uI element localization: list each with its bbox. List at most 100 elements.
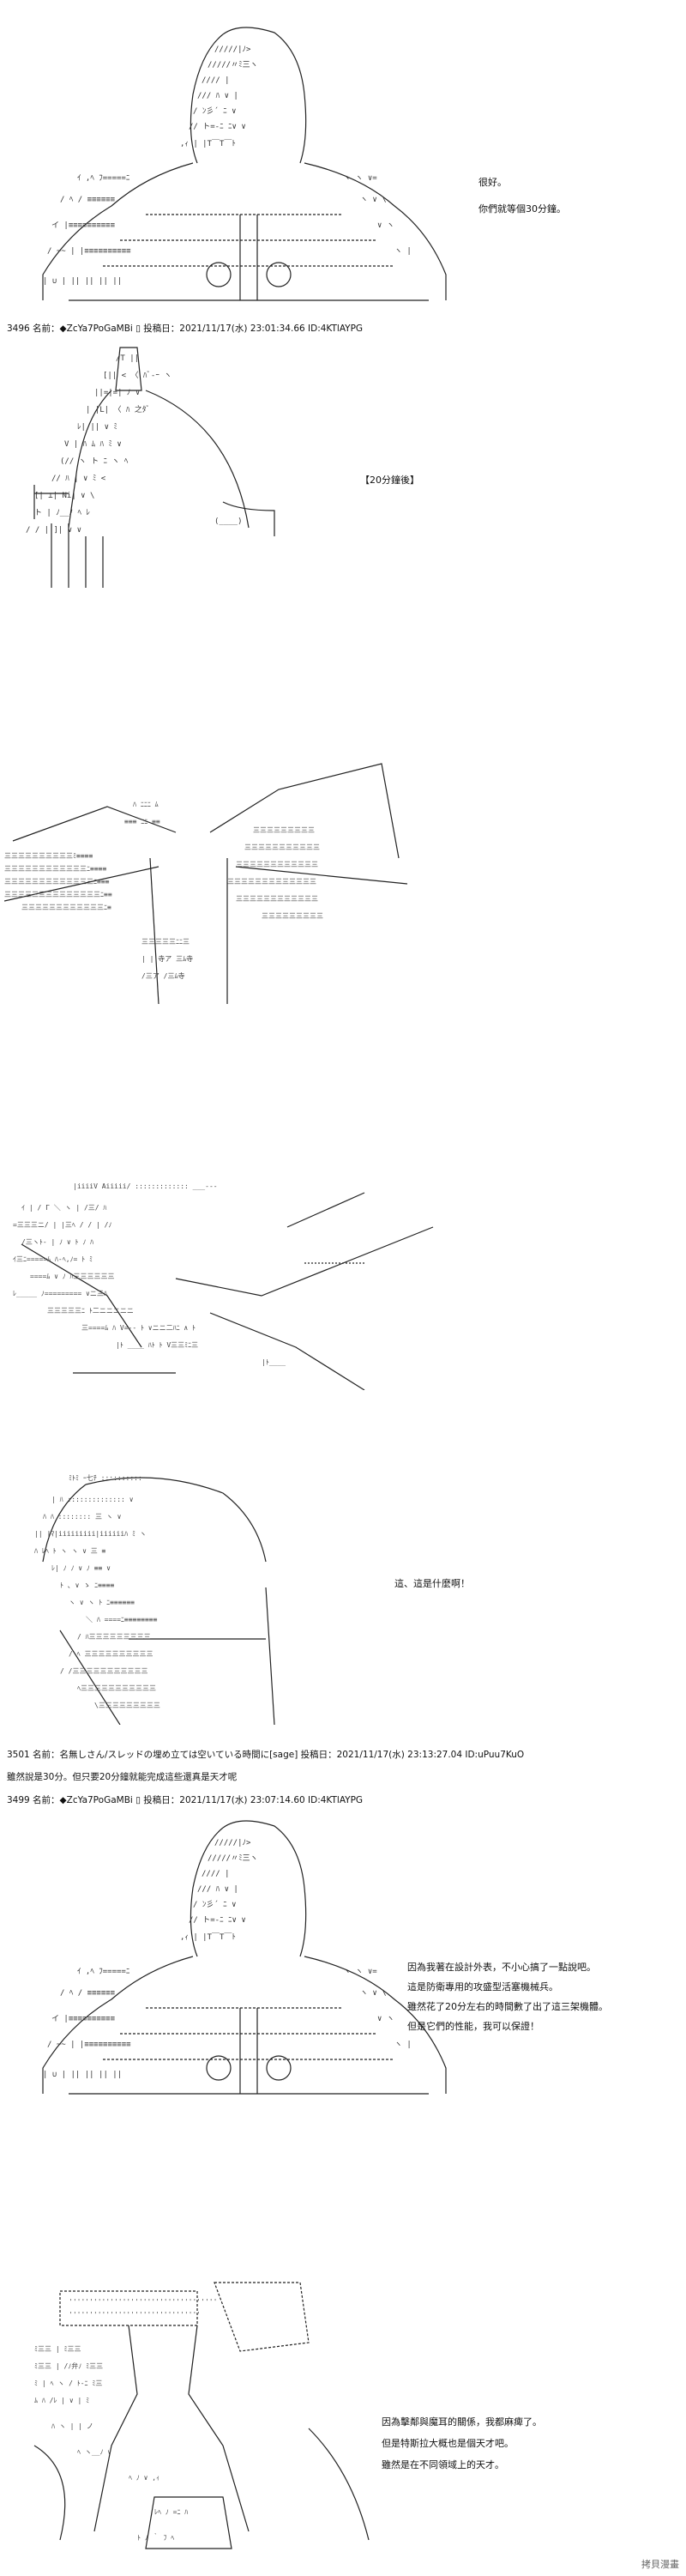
svg-text:ｲ三ﾆ=====ﾑ ﾊ-ﾍ,ﾉ= ﾄ ﾐ: ｲ三ﾆ=====ﾑ ﾊ-ﾍ,ﾉ= ﾄ ﾐ (13, 1255, 93, 1263)
svg-text:ﾐ三三 | ﾐ三三: ﾐ三三 | ﾐ三三 (34, 2345, 81, 2353)
svg-text:ﾊ ﾊ :::::::: 三 ヽ ∨: ﾊ ﾊ :::::::: 三 ヽ ∨ (43, 1513, 122, 1521)
ascii-art-shocked-figure: ﾐﾄﾐ ｰ七ﾁ :::::::::: | ﾊ :::::::::::::: ∨ … (34, 1467, 309, 1725)
svg-text:ﾐ | ﾍ ヽ / ﾄ-ﾆ ﾐ三: ﾐ | ﾍ ヽ / ﾄ-ﾆ ﾐ三 (34, 2379, 102, 2387)
svg-text:[|| < 〈 ﾊﾞ‐ｰ ヽ: [|| < 〈 ﾊﾞ‐ｰ ヽ (103, 371, 172, 380)
svg-text:|| |ﾏ|iiiiiiiii|iiiiiiﾊ ﾐ ヽ: || |ﾏ|iiiiiiiii|iiiiiiﾊ ﾐ ヽ (34, 1530, 147, 1538)
post-3501-header: 3501 名前：名無しさん/スレッドの埋め立ては空いている時間に[sage] 投… (7, 1750, 525, 1760)
svg-text:ﾍ ﾉ ∨ ,ｨ: ﾍ ﾉ ∨ ,ｨ (129, 2474, 159, 2482)
svg-text:ヽ |: ヽ | (394, 247, 412, 256)
post-3501-dialogue: 這、這是什麼啊！ (394, 1578, 470, 1589)
svg-text:ﾍ ヽ__ﾉ ∨: ﾍ ヽ__ﾉ ∨ (77, 2448, 111, 2456)
svg-text:三三三三三三三三三三三: 三三三三三三三三三三三 (244, 844, 320, 851)
svg-text:/ ﾍ / ≡≡≡≡≡≡: / ﾍ / ≡≡≡≡≡≡ (60, 196, 116, 204)
svg-text:三三三三三三三三三三三三: 三三三三三三三三三三三三 (236, 895, 318, 903)
svg-text:/ ﾍ / ≡≡≡≡≡≡: / ﾍ / ≡≡≡≡≡≡ (60, 1989, 116, 1998)
svg-text:イ |≡≡≡≡≡≡≡≡≡≡: イ |≡≡≡≡≡≡≡≡≡≡ (51, 2015, 116, 2023)
dialogue-line: 你們就等個30分鐘。 (478, 203, 566, 215)
dialogue-line: 但是特斯拉大概也是個天才吧。 (382, 2438, 514, 2449)
svg-text:三三三三三三三三三三三三: 三三三三三三三三三三三三 (236, 861, 318, 868)
svg-text:三三三三三三三三三三三三ﾆ≡: 三三三三三三三三三三三三ﾆ≡ (21, 904, 111, 911)
svg-text:ヽ ∨ ヽ ﾄ ﾆ≡≡≡≡≡≡: ヽ ∨ ヽ ﾄ ﾆ≡≡≡≡≡≡ (69, 1599, 135, 1606)
svg-text:ｲ | / Γ ＼ ヽ | /三/ ﾊ: ｲ | / Γ ＼ ヽ | /三/ ﾊ (21, 1204, 106, 1212)
post-3496-header: 3496 名前：◆ZcYa7PoGaMBi ▯ 投稿日：2021/11/17(水… (7, 324, 364, 334)
svg-text:,ｨ | |T￣T￣ﾄ: ,ｨ | |T￣T￣ﾄ (180, 138, 236, 148)
svg-text:[| ⊥| Ni| ∨ \: [| ⊥| Ni| ∨ \ (34, 492, 94, 500)
svg-text:/ ﾊ三三三三三三三三三: / ﾊ三三三三三三三三三 (77, 1633, 151, 1641)
svg-text:// ト=-ﾆ ﾆ∨ ∨: // ト=-ﾆ ﾆ∨ ∨ (189, 1916, 246, 1925)
svg-text:====ﾑ ∨ ﾉ ﾊ三三三三三三: ====ﾑ ∨ ﾉ ﾊ三三三三三三 (30, 1273, 115, 1280)
ascii-art-hooded-figure-2: /////|ﾉ> /////〃ﾐ三ヽ //// | /// ﾊ ∨ | / ﾝ彡… (17, 1811, 463, 2102)
svg-text:ｲ ,ﾍ ﾌ=====ﾆ: ｲ ,ﾍ ﾌ=====ﾆ (77, 174, 130, 183)
svg-text:三三三三三三三三三三三三三ﾆ≡≡≡: 三三三三三三三三三三三三三ﾆ≡≡≡ (4, 878, 110, 886)
ascii-art-figure-with-staff: /T || [|| < 〈 ﾊﾞ‐ｰ ヽ ||=|=| ﾉ ∨ | |L| 〈 … (17, 339, 292, 588)
dialogue-line: 雖然是在不同領域上的天才。 (382, 2459, 504, 2470)
svg-text:(____): (____) (214, 517, 243, 526)
svg-text://///|ﾉ>: /////|ﾉ> (214, 1839, 251, 1847)
svg-text:三三三三三三三三三三ﾐ≡≡≡≡: 三三三三三三三三三三ﾐ≡≡≡≡ (4, 852, 93, 860)
svg-text:ｲ ,ﾍ ﾌ=====ﾆ: ｲ ,ﾍ ﾌ=====ﾆ (77, 1968, 130, 1976)
svg-text:/// ﾊ ∨ |: /// ﾊ ∨ | (197, 92, 238, 100)
svg-text:/ ﾝ彡´ ﾆ ∨: / ﾝ彡´ ﾆ ∨ (193, 1900, 237, 1909)
post-3501-comment: 雖然說是30分。但只要20分鐘就能完成這些還真是天才呢 (7, 1772, 238, 1782)
dialogue-line: 因為我著在設計外表，不小心搞了一點說吧。 (407, 1962, 596, 1973)
svg-text:ﾄ ､ ∨ ゝ ﾆ≡≡≡≡: ﾄ ､ ∨ ゝ ﾆ≡≡≡≡ (60, 1581, 115, 1589)
svg-text:'''''''''''''''''''''''''''''': '''''''''''''''''''''''''''''''' (69, 2311, 201, 2319)
ascii-art-hooded-figure-1: /////|ﾉ> /////〃ﾐ三ヽ //// | /// ﾊ ∨ | / ﾝ彡… (17, 17, 463, 309)
dialogue-line: 因為擊鄰與魔耳的關係，我都麻痺了。 (382, 2416, 542, 2428)
svg-text:// ﾊ | ∨ ﾐ <: // ﾊ | ∨ ﾐ < (51, 475, 106, 483)
svg-text:ﾚ| || ∨ ﾐ: ﾚ| || ∨ ﾐ (77, 423, 117, 432)
svg-text:ﾊ ﾚﾍ ﾄ ヽ ヽ ∨ 三 ≡: ﾊ ﾚﾍ ﾄ ヽ ヽ ∨ 三 ≡ (34, 1547, 106, 1555)
post-3499-dialogue-2: 因為擊鄰與魔耳的關係，我都麻痺了。 但是特斯拉大概也是個天才吧。 雖然是在不同領… (382, 2416, 542, 2471)
svg-text:/三ア /三ﾑ寺: /三ア /三ﾑ寺 (141, 972, 184, 980)
svg-text:=三三三ニ/ | |三ﾍ / / | /ﾉ: =三三三ニ/ | |三ﾍ / / | /ﾉ (13, 1221, 111, 1229)
svg-text:イ |≡≡≡≡≡≡≡≡≡≡: イ |≡≡≡≡≡≡≡≡≡≡ (51, 221, 116, 230)
svg-text:ﾄ ﾉ ｀ ﾌ ﾍ: ﾄ ﾉ ｀ ﾌ ﾍ (137, 2533, 174, 2542)
svg-text:ﾑ ﾊ /ﾚ | ∨ | ﾐ: ﾑ ﾊ /ﾚ | ∨ | ﾐ (34, 2397, 89, 2404)
svg-text:ﾚﾍ ﾉ =ﾆ ﾊ: ﾚﾍ ﾉ =ﾆ ﾊ (154, 2508, 188, 2516)
svg-text://// |: //// | (202, 76, 230, 85)
svg-text:/ ~~ | |≡≡≡≡≡≡≡≡≡≡: / ~~ | |≡≡≡≡≡≡≡≡≡≡ (47, 2041, 131, 2049)
svg-text:| ﾊ :::::::::::::: ∨: | ﾊ :::::::::::::: ∨ (51, 1496, 134, 1503)
ascii-art-mecha-wings: 三三三三三三三三三三ﾐ≡≡≡≡ 三三三三三三三三三三三三ﾆ≡≡≡≡ 三三三三三三… (4, 755, 407, 1004)
svg-text:ﾐ三三 | /ﾉ弁ﾉ ﾐ三三: ﾐ三三 | /ﾉ弁ﾉ ﾐ三三 (34, 2361, 103, 2370)
svg-text:'''''''''''''''''''''''''''''': '''''''''''''''''''''''''''''''''''' (69, 2298, 217, 2306)
dialogue-line: 這是防衛專用的攻盛型活塞機械兵。 (407, 1981, 558, 1992)
svg-text:/三ヽﾄ- | ﾉ ∨ ﾄ ﾉ ﾊ: /三ヽﾄ- | ﾉ ∨ ﾄ ﾉ ﾊ (21, 1238, 93, 1246)
svg-text:|ﾄ ____ ﾊﾄ ﾄ V三三ﾐﾆ三: |ﾄ ____ ﾊﾄ ﾄ V三三ﾐﾆ三 (116, 1341, 198, 1349)
svg-text:ヽ |: ヽ | (394, 2041, 412, 2049)
svg-text://// |: //// | (202, 1870, 230, 1878)
svg-text:| ∪ | || || || ||: | ∪ | || || || || (43, 277, 122, 286)
svg-text:≡≡≡ ﾆﾆ ≡≡: ≡≡≡ ﾆﾆ ≡≡ (124, 818, 160, 825)
svg-text:ﾚ| ﾉ ﾉ ∨ ﾉ ≡≡ ∨: ﾚ| ﾉ ﾉ ∨ ﾉ ≡≡ ∨ (51, 1564, 111, 1572)
post-3496-dialogue: 很好。 你們就等個30分鐘。 (478, 176, 566, 215)
svg-text:三三三三三三三三三: 三三三三三三三三三 (253, 826, 315, 834)
svg-text:(// ヽ ト ﾆ ヽ ﾍ: (// ヽ ト ﾆ ヽ ﾍ (60, 457, 129, 466)
ascii-art-mecha-flying: |iiiiV Aiiiii/ ::::::::::::: ___--- ｲ | … (4, 1176, 450, 1390)
svg-text:三三三三三三三三三三三三三: 三三三三三三三三三三三三三 (227, 878, 316, 886)
svg-text:|ﾄ____: |ﾄ____ (262, 1358, 286, 1366)
svg-text:ﾊ ヽ | | ノ: ﾊ ヽ | | ノ (51, 2422, 93, 2430)
svg-text:/ ﾍ 三三三三三三三三三三: / ﾍ 三三三三三三三三三三 (69, 1650, 153, 1658)
svg-text:/ ~~ | |≡≡≡≡≡≡≡≡≡≡: / ~~ | |≡≡≡≡≡≡≡≡≡≡ (47, 247, 131, 256)
svg-text:| | 寺ア 三ﾑ寺: | | 寺ア 三ﾑ寺 (141, 955, 193, 963)
site-watermark: 拷貝漫畫 (641, 2559, 679, 2570)
post-3497-caption: 【20分鐘後】 (360, 475, 419, 486)
svg-text:|iiiiV Aiiiii/ :::::::::::::: |iiiiV Aiiiii/ ::::::::::::: ___--- (73, 1182, 218, 1190)
svg-text:ﾍ三三三三三三三三三三三: ﾍ三三三三三三三三三三三 (77, 1684, 156, 1692)
svg-text:三三三三三三三三三: 三三三三三三三三三 (262, 912, 323, 920)
svg-text:| ∪ | || || || ||: | ∪ | || || || || (43, 2071, 122, 2079)
svg-text:ヽ ∨ \: ヽ ∨ \ (360, 1989, 387, 1998)
svg-text:ﾚ_____ ﾉ========= ∨ニ三ﾊ: ﾚ_____ ﾉ========= ∨ニ三ﾊ (13, 1290, 107, 1297)
svg-text:||=|=| ﾉ ∨: ||=|=| ﾉ ∨ (94, 389, 140, 397)
svg-text:| |L| 〈 ﾊ 之ﾀﾞ: | |L| 〈 ﾊ 之ﾀﾞ (86, 404, 150, 414)
svg-text:\三三三三三三三三三: \三三三三三三三三三 (94, 1702, 160, 1709)
svg-text:ト | ﾉ__ﾉ ﾍ ﾚ: ト | ﾉ__ﾉ ﾍ ﾚ (34, 509, 90, 517)
svg-text:V | ﾊ ﾑ ﾊ ﾐ ∨: V | ﾊ ﾑ ﾊ ﾐ ∨ (64, 440, 122, 449)
svg-text://///|ﾉ>: /////|ﾉ> (214, 45, 251, 54)
svg-text:三三三三三三三三三三三三ﾆ≡≡≡≡: 三三三三三三三三三三三三ﾆ≡≡≡≡ (4, 865, 106, 873)
dialogue-line: 很好。 (478, 177, 507, 188)
ascii-art-standing-figure: '''''''''''''''''''''''''''''''''''' '''… (26, 2274, 386, 2557)
svg-text:三三三三三ﾆﾆ三: 三三三三三ﾆﾆ三 (141, 938, 190, 946)
svg-text://///〃ﾐ三ヽ: /////〃ﾐ三ヽ (208, 61, 258, 70)
svg-text:/ / | ]| ∨ ∨: / / | ]| ∨ ∨ (26, 526, 81, 535)
